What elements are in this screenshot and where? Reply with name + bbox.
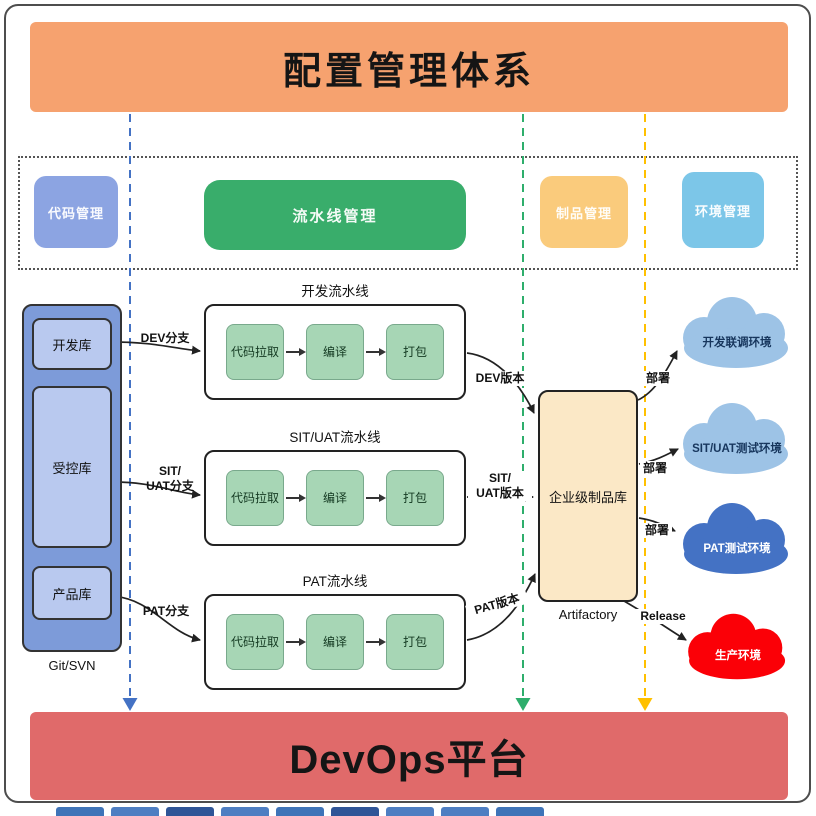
repo-development: 开发库 [32,318,112,370]
label-deploy-dev: 部署 [643,371,673,386]
label-sit-uat-version: SIT/ UAT版本 [468,471,532,501]
label-deploy-sit-uat: 部署 [640,461,670,476]
repo-controlled: 受控库 [32,386,112,548]
step-arrow-icon [366,348,386,356]
title-banner: 配置管理体系 [30,22,788,112]
step-package: 打包 [386,470,444,526]
pat-version-arrow [466,573,536,641]
git-svn-caption: Git/SVN [48,658,96,673]
code-lane-arrow-icon [122,698,138,711]
pipeline-dev: 代码拉取 编译 打包 [204,304,466,400]
devops-platform-title: DevOps平台 [289,738,529,782]
step-code-pull: 代码拉取 [226,324,284,380]
cloud-label: 开发联调环境 [702,337,772,349]
pipeline-pat: 代码拉取 编译 打包 [204,594,466,690]
cloud-icon [683,503,788,574]
pipeline-sit-uat: 代码拉取 编译 打包 [204,450,466,546]
artifact-lane-arrow-icon [515,698,531,711]
step-arrow-icon [366,638,386,646]
step-code-pull: 代码拉取 [226,614,284,670]
cloud-label: SIT/UAT测试环境 [692,443,782,455]
step-compile: 编译 [306,324,364,380]
sit-uat-branch-arrow [113,481,201,499]
label-deploy-pat: 部署 [642,523,672,538]
artifactory-caption: Artifactory [558,607,618,622]
page-title: 配置管理体系 [282,50,535,93]
step-package: 打包 [386,324,444,380]
devops-platform-banner: DevOps平台 [30,712,788,800]
cloud-label: 生产环境 [715,650,761,662]
label-release: Release [631,609,695,624]
legend-item-pipeline-management: 流水线管理 [204,180,466,250]
cloud-icon [683,403,788,474]
pipeline-dev-title: 开发流水线 [301,284,369,299]
legend-item-code-management: 代码管理 [34,176,118,248]
step-package: 打包 [386,614,444,670]
artifact-repository: 企业级制品库 [538,390,638,602]
label-sit-uat-branch: SIT/ UAT分支 [146,464,194,493]
cloud-dev-environment: 开发联调环境 [672,290,802,374]
cropped-next-section-row [56,807,676,816]
legend-item-artifact-management: 制品管理 [540,176,628,248]
step-compile: 编译 [306,470,364,526]
label-pat-branch: PAT分支 [142,604,190,618]
cloud-icon [688,613,786,680]
pipeline-pat-title: PAT流水线 [302,574,368,589]
legend-item-environment-management: 环境管理 [682,172,764,248]
step-code-pull: 代码拉取 [226,470,284,526]
environment-lane-arrow-icon [637,698,653,711]
cloud-label: PAT测试环境 [703,543,771,555]
step-compile: 编译 [306,614,364,670]
capability-legend-box [18,156,798,270]
step-arrow-icon [366,494,386,502]
step-arrow-icon [286,494,306,502]
dev-branch-arrow [113,341,201,355]
cloud-production-environment: 生产环境 [678,606,798,686]
cloud-sit-uat-environment: SIT/UAT测试环境 [672,396,802,480]
pipeline-sit-uat-title: SIT/UAT流水线 [289,430,381,445]
step-arrow-icon [286,638,306,646]
cloud-pat-environment: PAT测试环境 [672,496,802,580]
label-dev-branch: DEV分支 [140,331,190,345]
step-arrow-icon [286,348,306,356]
repo-product: 产品库 [32,566,112,620]
outer-frame [4,4,811,803]
label-dev-version: DEV版本 [468,371,532,386]
cloud-icon [683,297,788,368]
pat-branch-arrow [113,595,201,643]
